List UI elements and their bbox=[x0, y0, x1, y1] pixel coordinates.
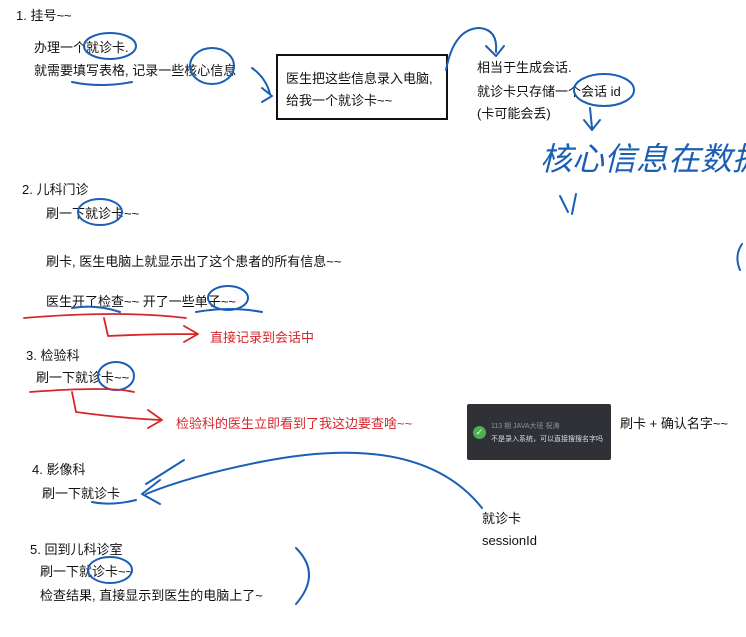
confirm-note: 刷卡 + 确认名字~~ bbox=[620, 416, 728, 431]
session-note-line2: 就诊卡只存储一个会话 id bbox=[477, 84, 621, 99]
section3-heading: 3. 检验科 bbox=[26, 348, 80, 363]
card-label-line2: sessionId bbox=[482, 533, 537, 548]
red-underline-2 bbox=[23, 313, 187, 319]
bracket bbox=[295, 547, 310, 605]
chat-message: 不是录入系统，可以直接搜搜名字吗 bbox=[491, 436, 603, 443]
red-underline-3 bbox=[29, 388, 135, 393]
section5-result: 检查结果, 直接显示到医生的电脑上了~ bbox=[40, 588, 263, 603]
section4-heading: 4. 影像科 bbox=[32, 462, 86, 477]
session-note-line3: (卡可能会丢) bbox=[477, 106, 551, 121]
section5-heading: 5. 回到儿科诊室 bbox=[30, 542, 123, 557]
section1-heading: 1. 挂号~~ bbox=[16, 8, 72, 23]
section4-swipe: 刷一下就诊卡 bbox=[42, 486, 121, 501]
section2-swipe: 刷一下就诊卡~~ bbox=[46, 206, 140, 221]
arrow-down bbox=[583, 107, 601, 131]
section2-exam: 医生开了检查~~ 开了一些单子~~ bbox=[46, 294, 236, 309]
arrow-to-box bbox=[251, 67, 273, 103]
section1-line1: 办理一个就诊卡. bbox=[34, 40, 129, 55]
handwritten-note: 核心信息在数据库 bbox=[540, 140, 746, 178]
session-note-line1: 相当于生成会话. bbox=[477, 60, 572, 75]
hand-tail bbox=[559, 193, 577, 215]
card-label-line1: 就诊卡 bbox=[482, 511, 522, 526]
chat-popup: ✓ 113 期 JAVA大班 祝涛 不是录入系统，可以直接搜搜名字吗 bbox=[467, 404, 611, 460]
slash-mark bbox=[145, 459, 185, 485]
box-line2: 给我一个就诊卡~~ bbox=[286, 93, 393, 108]
doctor-input-box: 医生把这些信息录入电脑, 给我一个就诊卡~~ bbox=[276, 54, 448, 120]
section2-info: 刷卡, 医生电脑上就显示出了这个患者的所有信息~~ bbox=[46, 254, 342, 269]
red-arrow-3 bbox=[71, 391, 163, 429]
section3-swipe: 刷一下就诊卡~~ bbox=[36, 370, 130, 385]
section5-swipe: 刷一下就诊卡~~ bbox=[40, 564, 134, 579]
box-line1: 医生把这些信息录入电脑, bbox=[286, 71, 433, 86]
section2-heading: 2. 儿科门诊 bbox=[22, 182, 89, 197]
red-arrow-2 bbox=[103, 317, 199, 343]
section3-red-note: 检验科的医生立即看到了我这边要查啥~~ bbox=[176, 416, 413, 431]
avatar: ✓ bbox=[473, 426, 486, 439]
arrow-sessionid-to-card bbox=[141, 451, 483, 509]
underline-form bbox=[71, 81, 133, 86]
section2-red-note: 直接记录到会话中 bbox=[210, 330, 315, 345]
section1-line2: 就需要填写表格, 记录一些核心信息 bbox=[34, 63, 237, 78]
edge-brace bbox=[736, 243, 743, 271]
chat-title: 113 期 JAVA大班 祝涛 bbox=[491, 423, 560, 430]
